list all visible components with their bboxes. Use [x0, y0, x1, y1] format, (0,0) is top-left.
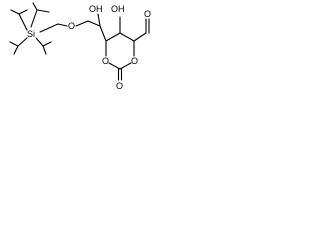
- bond-iPr2-a: [30, 9, 38, 28]
- bond-ch2-choh: [87, 20, 101, 27]
- carbonyl-oxygen-label: O: [116, 81, 123, 91]
- bond-ring-c5-c6: [119, 32, 135, 42]
- bond-ring-c4-c5: [105, 32, 121, 42]
- tips-group: [9, 2, 68, 55]
- bond-iPr1-a: [10, 9, 20, 15]
- bond-iPr4-b: [42, 45, 47, 55]
- bond-iPr1-b: [18, 9, 28, 15]
- bond-si-ch2: [39, 23, 59, 33]
- bond-ring-c2-o3: [108, 62, 121, 70]
- bond-choh-ring: [99, 25, 107, 42]
- chain-hydroxyl-label: OH: [89, 4, 103, 14]
- ring-oxygen-left-label: O: [102, 56, 109, 66]
- bond-iPr4-a: [42, 41, 52, 47]
- carbonate-ring: [105, 16, 150, 81]
- aldehyde-oxygen-label: O: [144, 9, 151, 19]
- bond-iPr3-si: [17, 37, 28, 47]
- molecule-structure-diagram: Si O OH OH O O O O: [9, 2, 151, 91]
- bond-o-ch2: [75, 20, 89, 27]
- bond-iPr2-c: [32, 2, 38, 11]
- side-chain: [75, 13, 107, 42]
- ring-oxygen-right-label: O: [131, 56, 138, 66]
- bond-ring-o1-c2: [119, 62, 132, 70]
- bond-iPr1-si: [18, 13, 28, 31]
- si-atom-label: Si: [27, 29, 35, 39]
- bond-iPr3-b: [13, 45, 19, 55]
- ether-oxygen-label: O: [68, 21, 75, 31]
- bond-iPr4-si: [35, 37, 44, 47]
- bond-ring-cho: [133, 32, 147, 42]
- bond-iPr3-a: [9, 41, 19, 47]
- ring-hydroxyl-label: OH: [111, 4, 125, 14]
- bond-choh-oh: [97, 13, 101, 27]
- bond-iPr2-b: [36, 9, 50, 13]
- bond-ch2-o: [57, 23, 68, 27]
